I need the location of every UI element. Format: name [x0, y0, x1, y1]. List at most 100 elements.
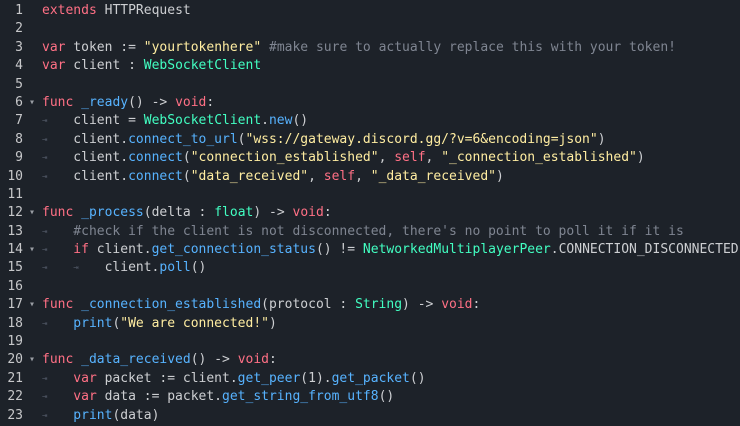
- code-token: void: [175, 94, 207, 110]
- tab-indent-icon: ⇥: [42, 245, 48, 256]
- code-token: () !=: [315, 242, 363, 258]
- code-line[interactable]: 7 ⇥client = WebSocketClient.new(): [0, 112, 740, 130]
- code-token: ): [268, 315, 277, 331]
- code-token: client.: [73, 131, 129, 147]
- code-text: ⇥⇥client.poll(): [42, 259, 206, 277]
- code-token: #make sure to actually replace this with…: [261, 39, 676, 55]
- code-line[interactable]: 22⇥var data := packet.get_string_from_ut…: [0, 388, 740, 406]
- code-token: (): [378, 389, 395, 405]
- code-text: ⇥print(data): [42, 407, 159, 425]
- code-line[interactable]: 20▾func _data_received() -> void:: [0, 351, 740, 369]
- code-token: "_data_received": [370, 168, 496, 184]
- tab-indent-icon: ⇥: [42, 171, 48, 182]
- tab-indent-icon: ⇥: [42, 392, 48, 403]
- code-token: extends: [42, 3, 97, 18]
- code-token: :: [472, 297, 481, 313]
- code-token: ): [495, 168, 504, 184]
- line-number: 16: [7, 278, 23, 294]
- code-line[interactable]: 10⇥client.connect("data_received", self,…: [0, 168, 740, 186]
- code-token: self: [394, 150, 426, 166]
- line-number: 2: [15, 21, 23, 37]
- code-token: () ->: [128, 94, 176, 110]
- chevron-down-icon[interactable]: ▾: [28, 354, 36, 366]
- code-text: ⇥client.connect("connection_established"…: [42, 149, 645, 167]
- code-token: () ->: [190, 352, 238, 368]
- code-token: ,: [308, 168, 324, 184]
- code-token: new: [268, 113, 293, 129]
- code-token: get_string_from_utf8: [222, 389, 379, 405]
- code-line[interactable]: 18⇥print("We are connected!"): [0, 315, 740, 333]
- code-line[interactable]: 13⇥#check if the client is not disconnec…: [0, 223, 740, 241]
- code-line[interactable]: 19: [0, 333, 740, 351]
- line-number: 17: [7, 297, 23, 313]
- chevron-down-icon[interactable]: ▾: [28, 96, 36, 108]
- code-line[interactable]: 23⇥print(data): [0, 407, 740, 425]
- code-token: (protocol :: [261, 297, 356, 313]
- code-text: extends HTTPRequest: [42, 2, 191, 20]
- code-token: (: [182, 150, 191, 166]
- tab-indent-icon: ⇥: [42, 153, 48, 164]
- code-token: _ready: [73, 94, 129, 110]
- code-line[interactable]: 9⇥client.connect("connection_established…: [0, 149, 740, 167]
- line-number: 3: [15, 39, 23, 55]
- line-number: 6: [15, 94, 23, 110]
- tab-indent-icon: ⇥: [42, 410, 48, 421]
- code-token: "connection_established": [190, 150, 379, 166]
- code-line[interactable]: 11: [0, 186, 740, 204]
- tab-indent-icon: ⇥: [73, 263, 79, 274]
- code-token: connect_to_url: [128, 131, 238, 147]
- code-token: String: [355, 297, 403, 313]
- line-number: 5: [15, 76, 23, 92]
- code-line[interactable]: 16: [0, 278, 740, 296]
- code-token: func: [42, 205, 74, 221]
- code-token: "wss://gateway.discord.gg/?v=6&encoding=…: [245, 131, 598, 147]
- chevron-down-icon[interactable]: ▾: [28, 244, 36, 256]
- code-token: get_connection_status: [151, 242, 316, 258]
- line-number: 11: [7, 186, 23, 202]
- code-token: print: [73, 407, 113, 423]
- line-number: 7: [15, 113, 23, 129]
- chevron-down-icon[interactable]: ▾: [28, 207, 36, 219]
- line-number: 10: [7, 168, 23, 184]
- code-text: ⇥client.connect("data_received", self, "…: [42, 168, 504, 186]
- code-token: WebSocketClient: [143, 113, 262, 129]
- code-token: get_peer: [237, 370, 301, 386]
- code-token: void: [441, 297, 473, 313]
- code-token: print: [73, 315, 113, 331]
- code-text: ⇥if client.get_connection_status() != Ne…: [42, 241, 740, 259]
- code-line[interactable]: 17▾func _connection_established(protocol…: [0, 296, 740, 314]
- line-number: 20: [7, 352, 23, 368]
- code-token: _connection_established: [73, 297, 262, 313]
- code-token: .CONNECTION_DISCONNECTED:: [550, 242, 740, 258]
- code-text: ⇥client = WebSocketClient.new(): [42, 112, 308, 130]
- code-token: client.: [73, 168, 129, 184]
- code-line[interactable]: 8⇥client.connect_to_url("wss://gateway.d…: [0, 131, 740, 149]
- code-token: "yourtokenhere": [143, 39, 262, 55]
- code-line[interactable]: 5: [0, 76, 740, 94]
- code-line[interactable]: 2: [0, 20, 740, 38]
- code-token: ): [597, 131, 606, 147]
- code-line[interactable]: 12▾func _process(delta : float) -> void:: [0, 204, 740, 222]
- code-token: var: [73, 370, 97, 386]
- code-token: WebSocketClient: [143, 58, 262, 74]
- chevron-down-icon[interactable]: ▾: [28, 299, 36, 311]
- code-line[interactable]: 6▾func _ready() -> void:: [0, 94, 740, 112]
- code-token: _data_received: [73, 352, 191, 368]
- line-number: 21: [7, 370, 23, 386]
- code-token: poll: [159, 260, 191, 276]
- code-line[interactable]: 21⇥var packet := client.get_peer(1).get_…: [0, 370, 740, 388]
- code-token: void: [237, 352, 269, 368]
- code-token: float: [214, 205, 254, 221]
- tab-indent-icon: ⇥: [42, 318, 48, 329]
- code-line[interactable]: 14▾⇥if client.get_connection_status() !=…: [0, 241, 740, 259]
- code-token: :: [323, 205, 332, 221]
- code-line[interactable]: 15⇥⇥client.poll(): [0, 259, 740, 277]
- tab-indent-icon: ⇥: [42, 373, 48, 384]
- code-token: ) ->: [402, 297, 442, 313]
- code-token: (): [190, 260, 207, 276]
- line-number: 12: [7, 205, 23, 221]
